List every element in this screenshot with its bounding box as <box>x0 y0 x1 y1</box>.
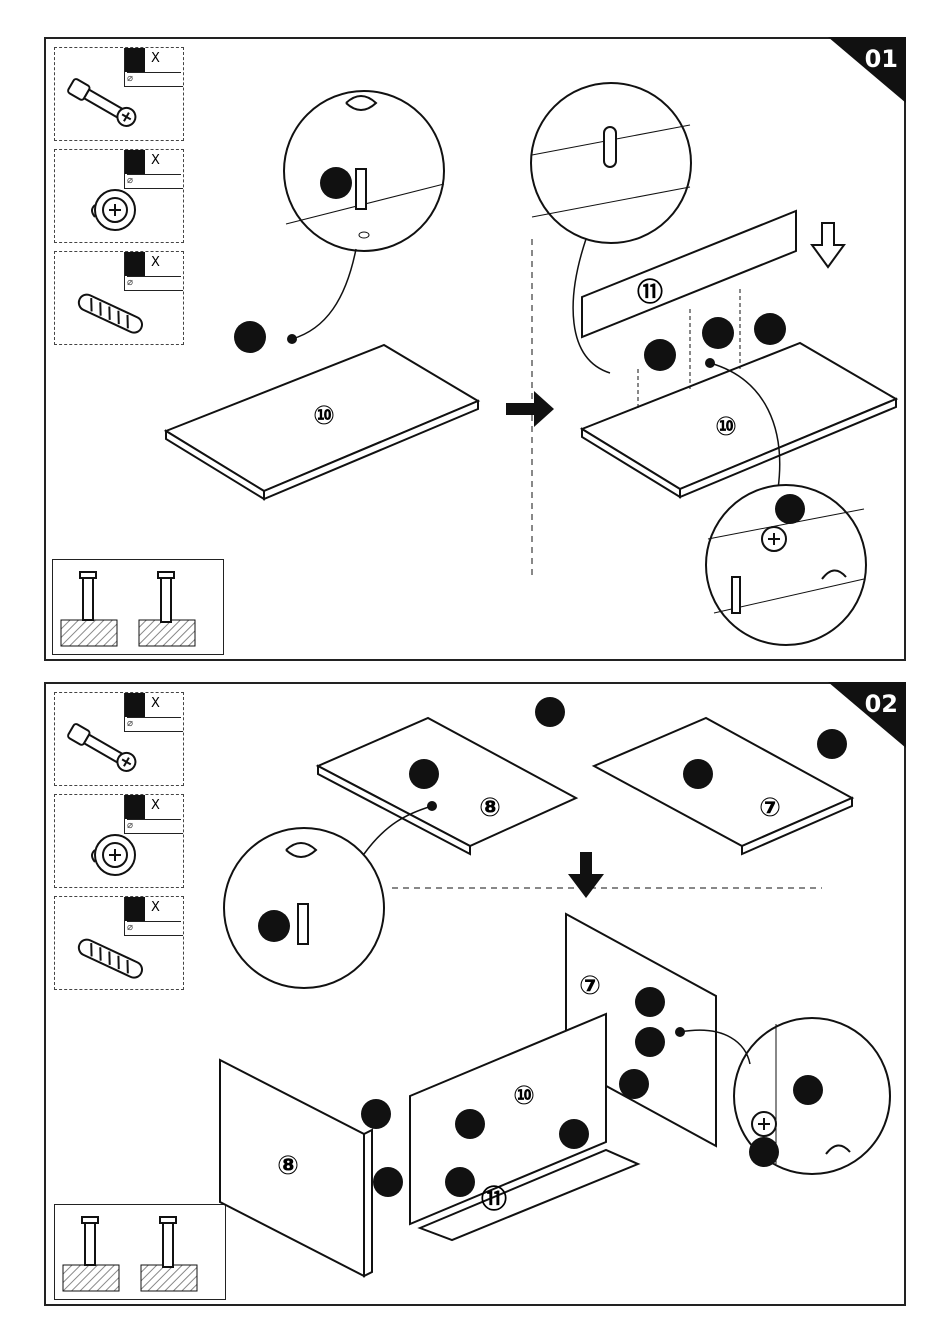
part-marker <box>445 1167 475 1197</box>
step-01-panel: 01 X ⌀ X ⌀ <box>44 37 906 661</box>
part-label: ⑧ <box>277 1151 299 1181</box>
part-label: ⑩ <box>513 1081 535 1111</box>
board-8 <box>318 718 576 846</box>
part-marker <box>644 339 676 371</box>
part-marker <box>234 321 266 353</box>
part-marker <box>817 729 847 759</box>
step-02-panel: 02 X ⌀ X ⌀ <box>44 682 906 1306</box>
part-marker <box>754 313 786 345</box>
part-marker <box>559 1119 589 1149</box>
part-label: ⑩ <box>313 401 335 431</box>
part-marker <box>635 987 665 1017</box>
part-marker <box>535 697 565 727</box>
down-arrow-icon <box>568 852 604 898</box>
down-arrow-icon <box>812 223 844 267</box>
part-marker <box>258 910 290 942</box>
next-arrow-icon <box>506 391 554 427</box>
part-marker <box>793 1075 823 1105</box>
part-marker <box>361 1099 391 1129</box>
part-label: ⑦ <box>579 971 601 1001</box>
part-label: ⑩ <box>715 412 737 442</box>
part-marker <box>455 1109 485 1139</box>
part-label: ⑦ <box>759 793 781 823</box>
part-marker <box>320 167 352 199</box>
part-marker <box>683 759 713 789</box>
part-label: ⑪ <box>481 1184 507 1215</box>
board-7 <box>594 718 852 846</box>
part-marker <box>635 1027 665 1057</box>
part-marker <box>775 494 805 524</box>
part-marker <box>373 1167 403 1197</box>
part-marker <box>749 1137 779 1167</box>
part-marker <box>702 317 734 349</box>
step-02-diagram: ⑧ ⑦ ⑦ ⑩ ⑪ ⑧ <box>46 684 904 1304</box>
step-01-diagram: ⑩ ⑪ ⑩ <box>46 39 904 659</box>
part-label: ⑪ <box>637 277 663 308</box>
part-label: ⑧ <box>479 793 501 823</box>
part-marker <box>409 759 439 789</box>
part-marker <box>619 1069 649 1099</box>
